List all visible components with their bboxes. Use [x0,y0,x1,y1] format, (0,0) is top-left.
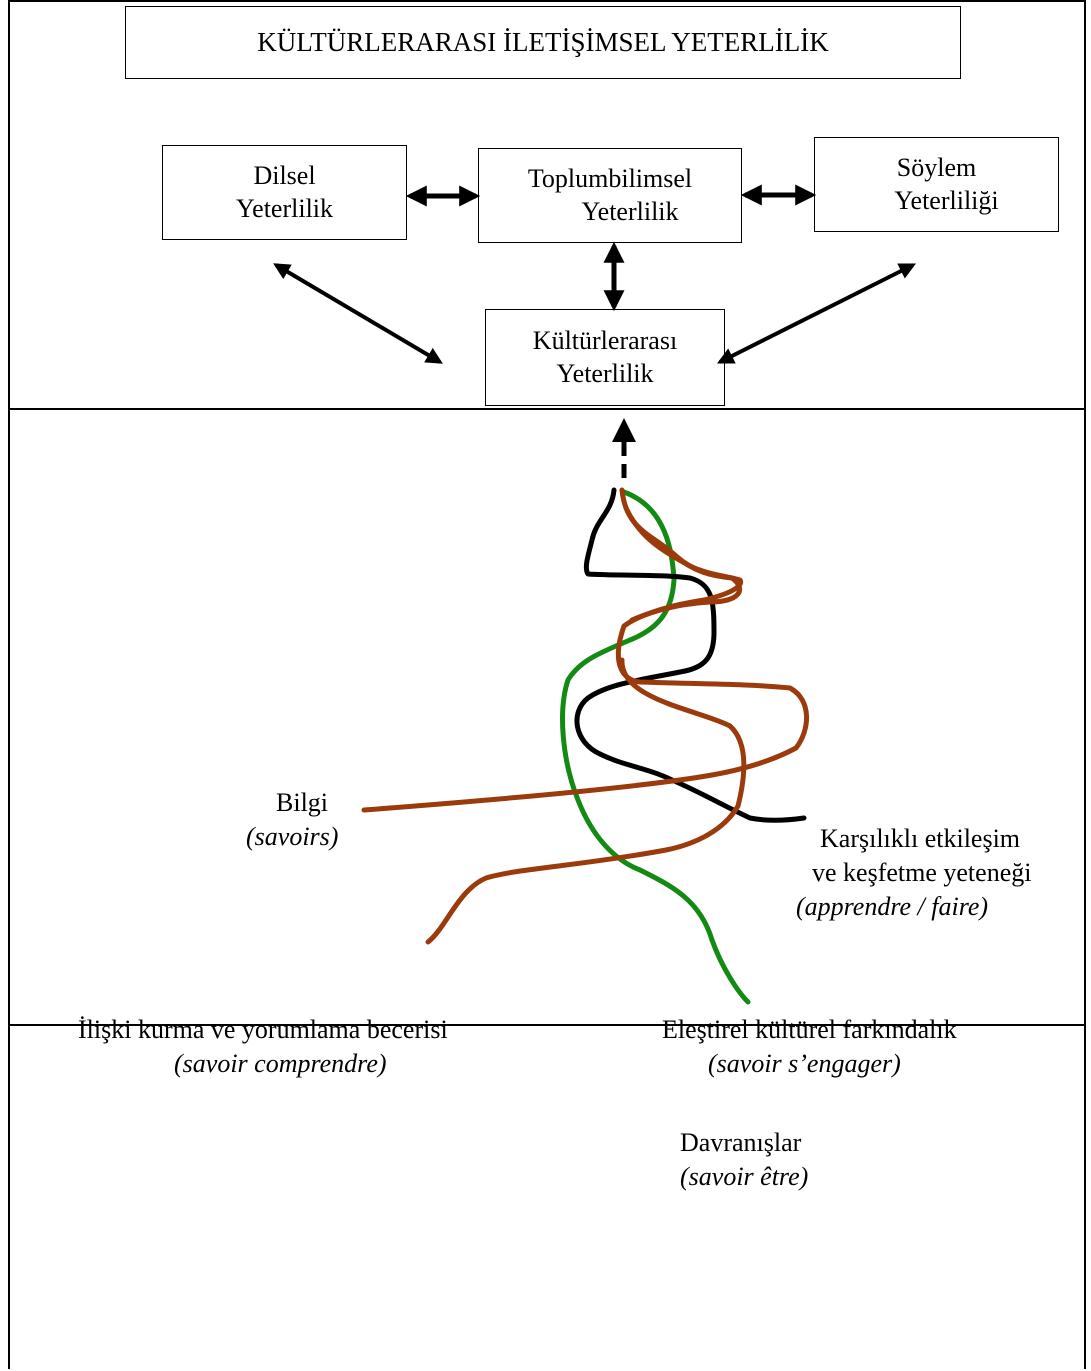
kultur-line1: Kültürlerarası [532,326,678,355]
toplumbilimsel-yeterlilik-box: Toplumbilimsel Yeterlilik [478,148,742,243]
elestirel-label: Eleştirel kültürel farkındalık (savoir s… [662,1013,957,1081]
toplum-line2: Yeterlilik [581,196,679,226]
karsilikli-line2: ve keşfetme yeteneği [812,857,1032,887]
iliski-main: İlişki kurma ve yorumlama becerisi [78,1015,448,1044]
soylem-line2: Yeterliliği [894,185,999,215]
kulturlerarasi-yeterlilik-box: Kültürlerarası Yeterlilik [485,309,725,406]
bilgi-label: Bilgi (savoirs) [246,786,338,854]
soylem-line1: Söylem [896,153,977,182]
black-strand [574,487,807,823]
upward-arrow-head [612,418,636,442]
karsilikli-sub: (apprendre / faire) [796,891,989,921]
iliski-label: İlişki kurma ve yorumlama becerisi (savo… [78,1013,448,1081]
arrow-soylem-kultur [716,263,917,364]
dilsel-line2: Yeterlilik [235,193,334,223]
dilsel-line1: Dilsel [253,161,316,190]
elestirel-sub: (savoir s’engager) [708,1048,901,1078]
title-text: KÜLTÜRLERARASI İLETİŞİMSEL YETERLİLİK [257,26,829,57]
soylem-yeterliligi-box: Söylem Yeterliliği [814,137,1059,232]
kultur-line2: Yeterlilik [556,358,654,388]
brown-strand-upper [361,487,809,813]
davranislar-main: Davranışlar [680,1128,802,1157]
bottom-panel [8,1024,1086,1369]
bilgi-main: Bilgi [276,788,329,817]
toplum-line1: Toplumbilimsel [527,164,693,193]
arrow-dilsel-kultur [273,263,443,364]
karsilikli-label: Karşılıklı etkileşim ve keşfetme yeteneğ… [796,822,1070,923]
iliski-sub: (savoir comprendre) [174,1048,387,1078]
title-box: KÜLTÜRLERARASI İLETİŞİMSEL YETERLİLİK [125,6,961,79]
bilgi-sub: (savoirs) [246,821,339,851]
green-strand [560,489,751,1005]
karsilikli-line1: Karşılıklı etkileşim [820,824,1021,853]
brown-strand-lower [425,505,747,945]
davranislar-label: Davranışlar (savoir être) [680,1126,808,1194]
dilsel-yeterlilik-box: Dilsel Yeterlilik [162,145,407,240]
elestirel-main: Eleştirel kültürel farkındalık [662,1015,957,1044]
davranislar-sub: (savoir être) [680,1161,809,1191]
